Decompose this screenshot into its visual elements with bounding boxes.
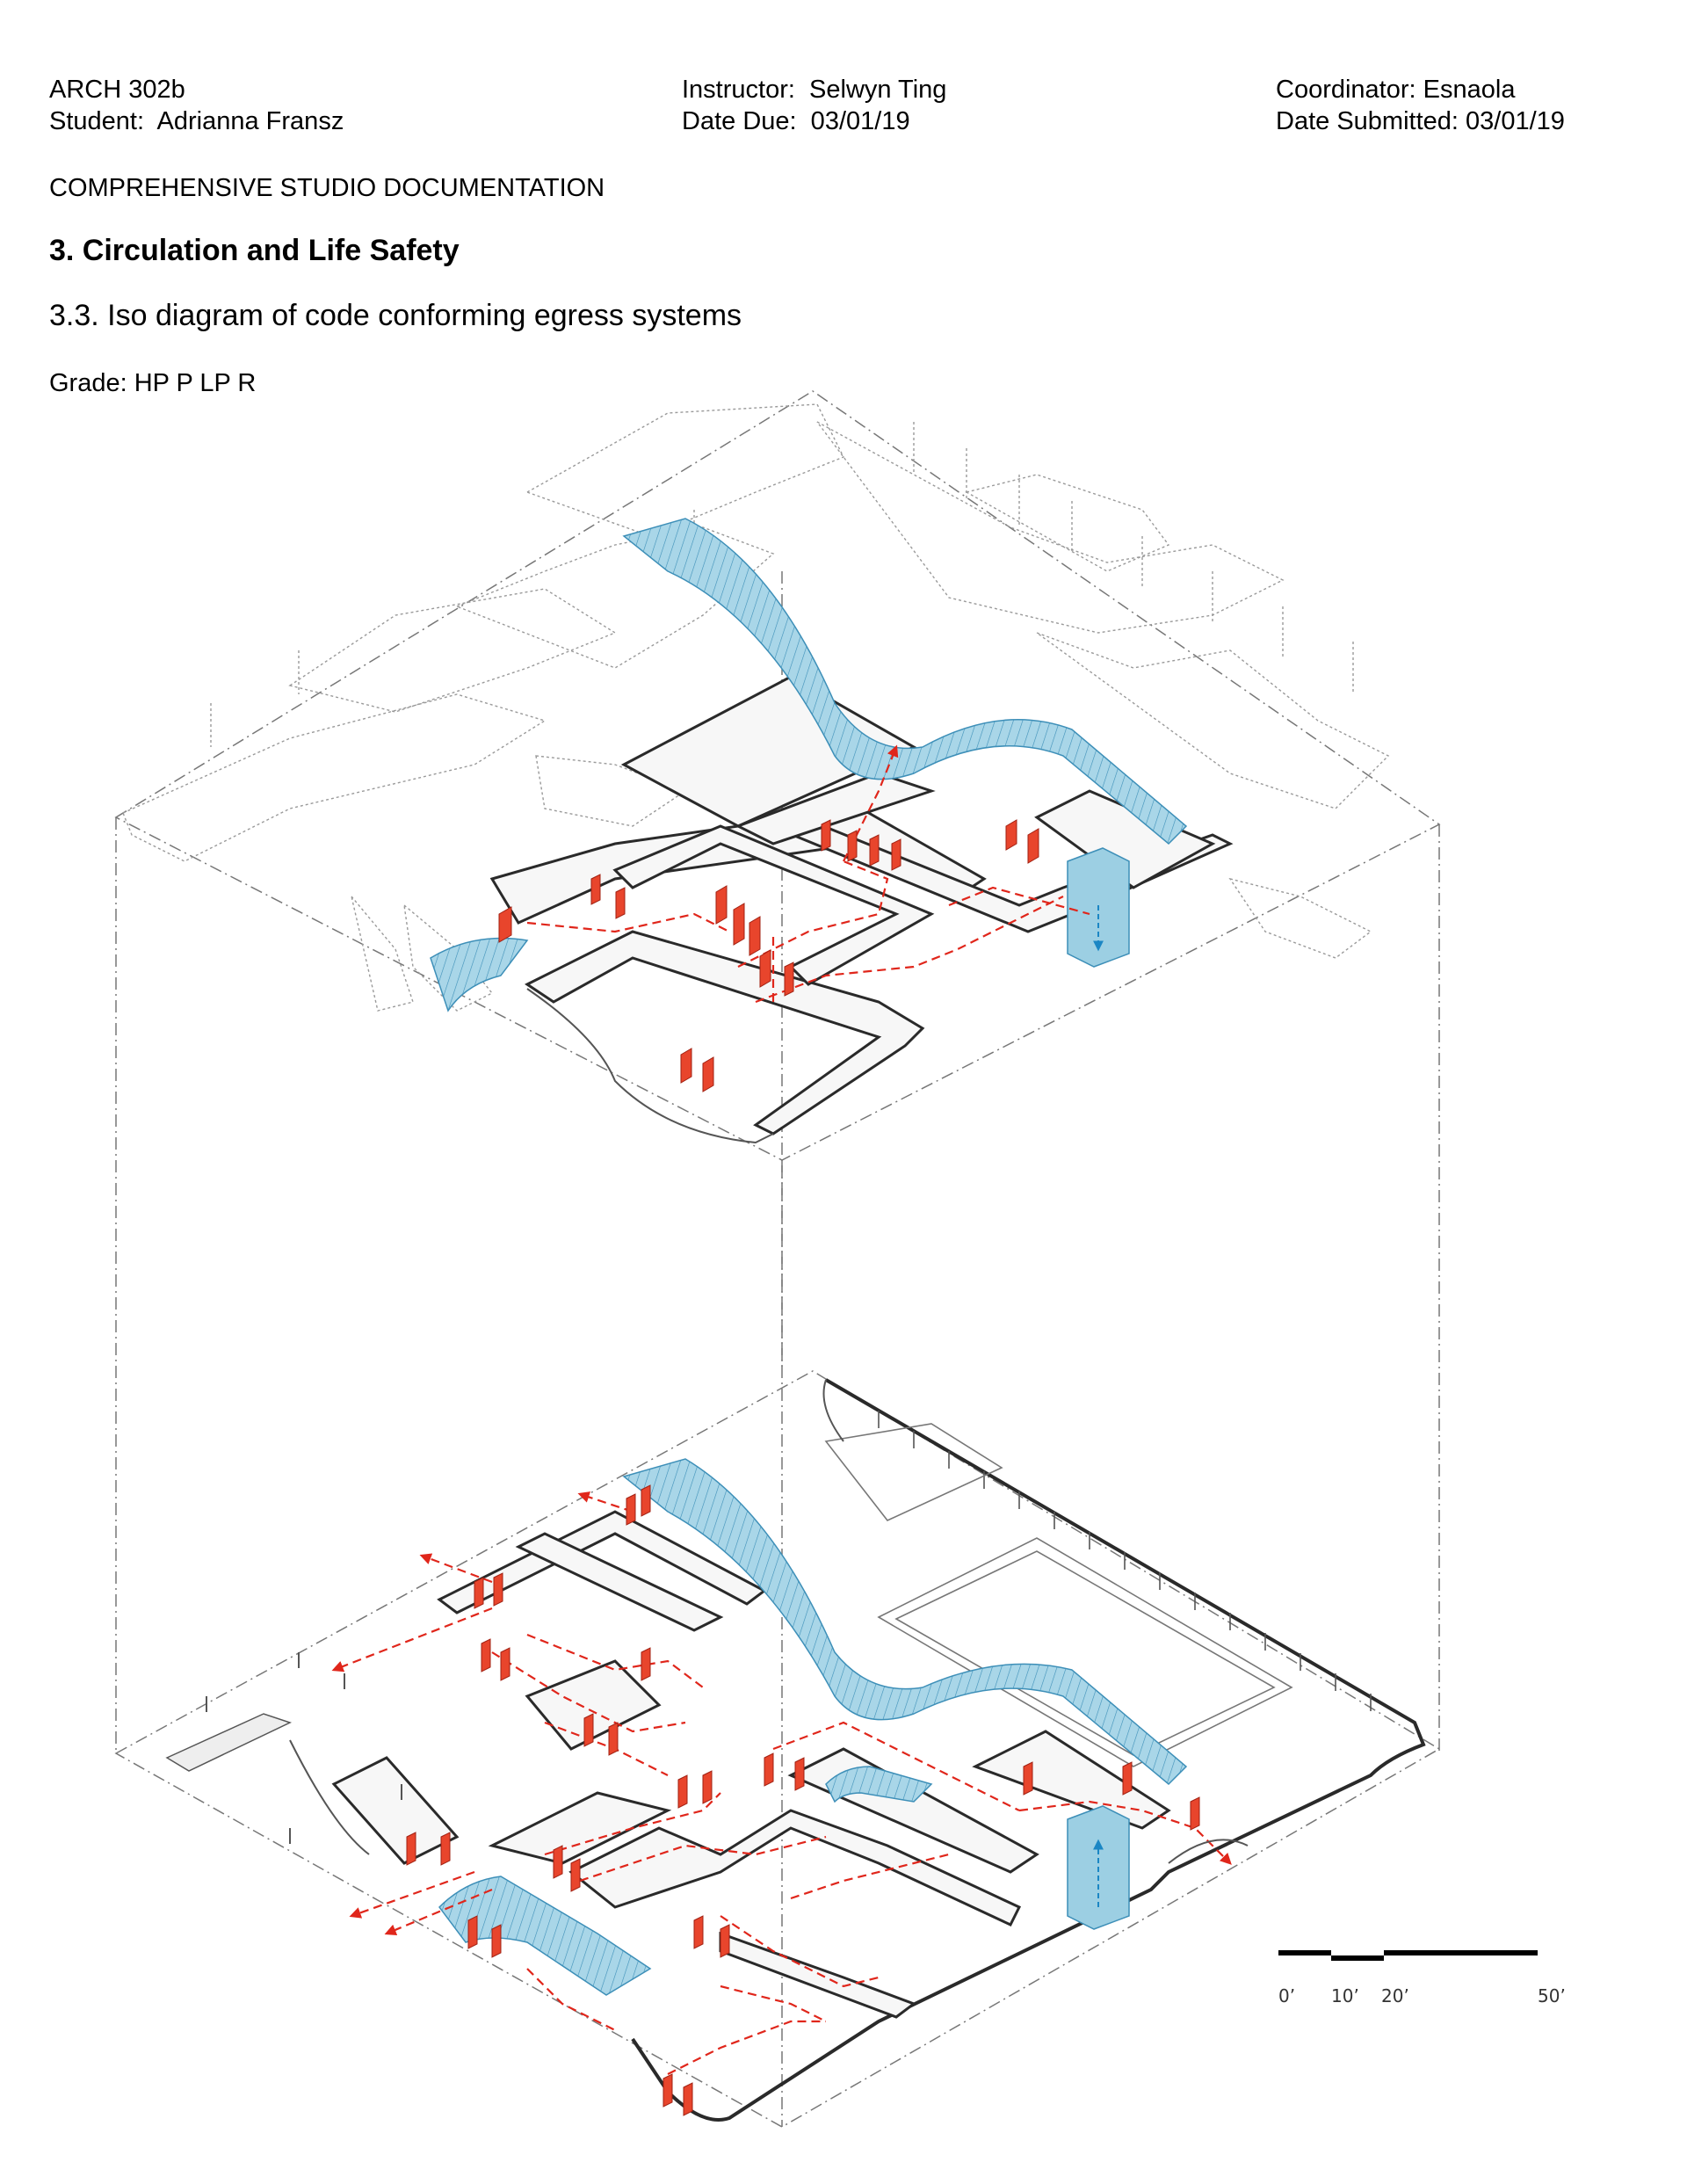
exit-door-marker bbox=[615, 887, 626, 919]
exit-door-marker bbox=[794, 1757, 805, 1791]
exit-door-marker bbox=[481, 1638, 491, 1672]
header-left: ARCH 302b Student: Adrianna Fransz bbox=[49, 74, 344, 137]
exit-door-marker bbox=[702, 1056, 714, 1092]
scale-label-0: 0’ bbox=[1278, 1985, 1295, 2006]
egress-iso-diagram: 0’ 10’ 20’ 50’ bbox=[114, 390, 1566, 2128]
exit-door-marker bbox=[720, 1924, 730, 1958]
exit-door-marker bbox=[500, 1647, 510, 1681]
lower-slab-edges bbox=[289, 1379, 1249, 1864]
exit-door-marker bbox=[680, 1048, 692, 1084]
exit-door-marker bbox=[498, 906, 512, 943]
lower-ramp bbox=[825, 1766, 933, 1803]
exit-door-marker bbox=[493, 1572, 503, 1607]
lower-level-outline bbox=[114, 1370, 1441, 2128]
exit-door-marker bbox=[474, 1577, 484, 1609]
upper-slab-edge bbox=[526, 988, 774, 1144]
exit-door-marker bbox=[662, 2073, 673, 2108]
exit-door-marker bbox=[491, 1924, 502, 1958]
header-center: Instructor: Selwyn Ting Date Due: 03/01/… bbox=[682, 74, 946, 137]
lower-level bbox=[114, 1370, 1441, 2128]
exit-door-marker bbox=[715, 885, 728, 925]
upper-elevator-core bbox=[1067, 847, 1130, 968]
scale-label-20: 20’ bbox=[1381, 1985, 1409, 2006]
scale-label-10: 10’ bbox=[1331, 1985, 1359, 2006]
upper-level-outline bbox=[114, 390, 1441, 1161]
exit-door-marker bbox=[570, 1858, 581, 1892]
exit-door-marker bbox=[764, 1752, 774, 1787]
exit-door-marker bbox=[693, 1915, 704, 1949]
date-due: Date Due: 03/01/19 bbox=[682, 107, 910, 135]
exit-door-marker bbox=[784, 961, 794, 997]
lower-egress-paths bbox=[331, 1491, 1232, 2075]
lower-elevator-core bbox=[1067, 1805, 1130, 1930]
exit-door-marker bbox=[608, 1722, 619, 1756]
student-name: Student: Adrianna Fransz bbox=[49, 107, 344, 135]
course-code: ARCH 302b bbox=[49, 76, 185, 104]
lower-exit-doors bbox=[406, 1484, 1200, 2116]
exit-door-marker bbox=[641, 1484, 651, 1517]
exit-door-marker bbox=[683, 2082, 693, 2116]
upper-egress-paths bbox=[526, 744, 1090, 1004]
subsection-title: 3.3. Iso diagram of code conforming egre… bbox=[49, 299, 742, 332]
exit-door-marker bbox=[553, 1845, 563, 1879]
scale-label-50: 50’ bbox=[1538, 1985, 1566, 2006]
upper-grand-stair bbox=[622, 518, 1188, 845]
upper-context-roofs bbox=[122, 403, 1390, 1012]
exit-door-marker bbox=[869, 834, 880, 867]
exit-door-marker bbox=[821, 819, 831, 852]
exit-door-marker bbox=[641, 1647, 651, 1681]
exit-door-marker bbox=[702, 1770, 713, 1804]
lower-bollards bbox=[206, 1652, 402, 1844]
lower-entry-stair bbox=[438, 1876, 652, 1996]
lower-fence-posts bbox=[878, 1411, 1372, 1711]
exit-door-marker bbox=[1023, 1761, 1033, 1796]
exit-door-marker bbox=[626, 1493, 636, 1526]
exit-door-marker bbox=[749, 916, 761, 956]
exit-door-marker bbox=[677, 1774, 688, 1809]
upper-exit-doors bbox=[498, 819, 1039, 1092]
instructor-name: Instructor: Selwyn Ting bbox=[682, 76, 947, 104]
exit-door-marker bbox=[891, 838, 901, 871]
section-title: 3. Circulation and Life Safety bbox=[49, 234, 460, 267]
exit-door-marker bbox=[1122, 1761, 1133, 1796]
lower-grand-stair bbox=[622, 1458, 1188, 1786]
upper-level bbox=[114, 390, 1441, 1161]
exit-door-marker bbox=[759, 949, 771, 988]
coordinator-name: Coordinator: Esnaola bbox=[1276, 76, 1516, 104]
header-right: Coordinator: Esnaola Date Submitted: 03/… bbox=[1276, 74, 1565, 137]
exit-door-marker bbox=[583, 1713, 594, 1747]
exit-door-marker bbox=[440, 1832, 451, 1866]
date-submitted: Date Submitted: 03/01/19 bbox=[1276, 107, 1565, 135]
lower-entry-slab bbox=[165, 1713, 292, 1772]
scale-bar: 0’ 10’ 20’ 50’ bbox=[1278, 1950, 1566, 2006]
exit-door-marker bbox=[406, 1832, 416, 1866]
exit-door-marker bbox=[467, 1915, 478, 1949]
upper-side-stair bbox=[430, 937, 529, 1012]
grade-line: Grade: HP P LP R bbox=[49, 369, 257, 397]
exit-door-marker bbox=[1005, 819, 1017, 851]
exit-door-marker bbox=[1190, 1796, 1200, 1831]
exit-door-marker bbox=[590, 874, 601, 905]
exit-door-marker bbox=[1027, 828, 1039, 864]
document-kind: COMPREHENSIVE STUDIO DOCUMENTATION bbox=[49, 174, 605, 202]
exit-door-marker bbox=[847, 830, 858, 862]
lower-courtyard bbox=[824, 1423, 1293, 1767]
exit-door-marker bbox=[733, 903, 745, 946]
